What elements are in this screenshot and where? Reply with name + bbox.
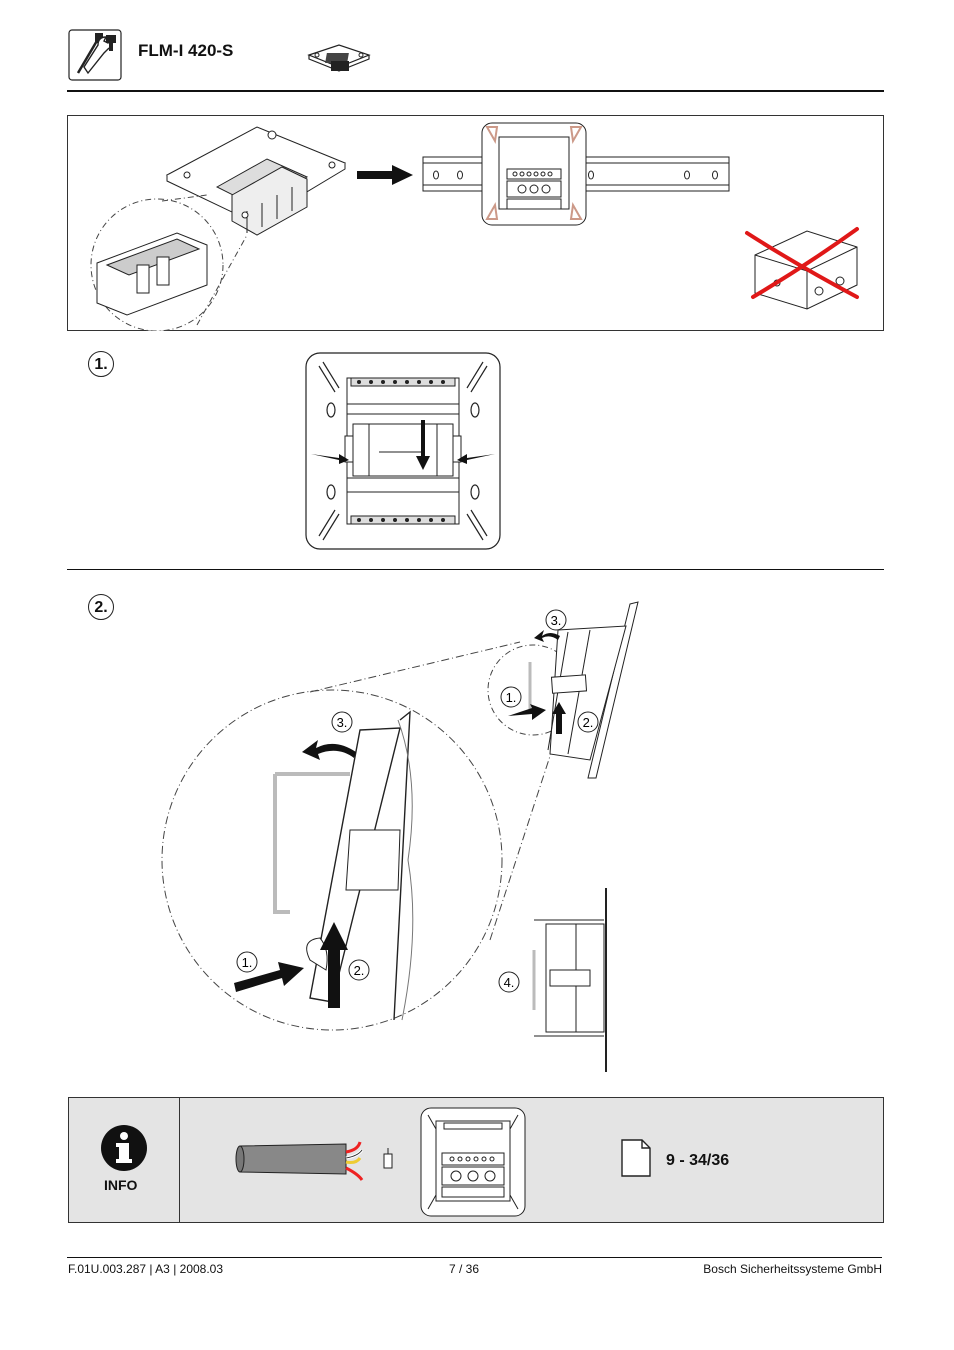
svg-text:3.: 3.: [337, 715, 348, 730]
footer-page-number: 7 / 36: [449, 1262, 480, 1276]
step-number-2: 2.: [88, 594, 114, 620]
info-label: INFO: [104, 1177, 138, 1193]
cross-icon: [745, 227, 859, 299]
footer-doc-id: F.01U.003.287 | A3 | 2008.03: [68, 1262, 224, 1276]
callout-3-big: 3.: [331, 711, 353, 733]
info-icon: [101, 1125, 147, 1171]
overview-panel: [67, 115, 884, 331]
svg-text:1.: 1.: [506, 690, 517, 705]
cable-icon: [235, 1141, 393, 1181]
overview-illustration: [90, 122, 859, 331]
step2-illustration: 3. 1. 2. 3. 1. 2. 4.: [161, 601, 639, 1072]
header-rule: [67, 90, 884, 92]
footer-company: Bosch Sicherheitssysteme GmbH: [703, 1262, 882, 1276]
callout-2-big: 2.: [348, 959, 370, 981]
module-icon: [307, 44, 371, 72]
reference-text: 9 - 34/36: [666, 1152, 730, 1169]
module-wiring-icon: [420, 1107, 526, 1217]
svg-text:1.: 1.: [242, 955, 253, 970]
callout-2-small: 2.: [577, 711, 599, 733]
svg-text:4.: 4.: [504, 975, 515, 990]
step1-illustration: [305, 352, 501, 550]
section-divider: [67, 569, 884, 570]
step-number-1: 1.: [88, 351, 114, 377]
footer-rule: [67, 1257, 882, 1258]
tools-icon: [68, 29, 122, 81]
svg-text:2.: 2.: [354, 963, 365, 978]
page-title: FLM-I 420-S: [138, 41, 234, 60]
svg-text:2.: 2.: [583, 715, 594, 730]
callout-1-big: 1.: [236, 951, 258, 973]
document-icon: [621, 1139, 651, 1177]
callout-4: 4.: [498, 971, 520, 993]
info-divider: [179, 1097, 180, 1223]
svg-text:3.: 3.: [551, 613, 562, 628]
callout-1-small: 1.: [500, 686, 522, 708]
callout-3-small: 3.: [545, 609, 567, 631]
module-perspective-drawing: [165, 126, 347, 236]
